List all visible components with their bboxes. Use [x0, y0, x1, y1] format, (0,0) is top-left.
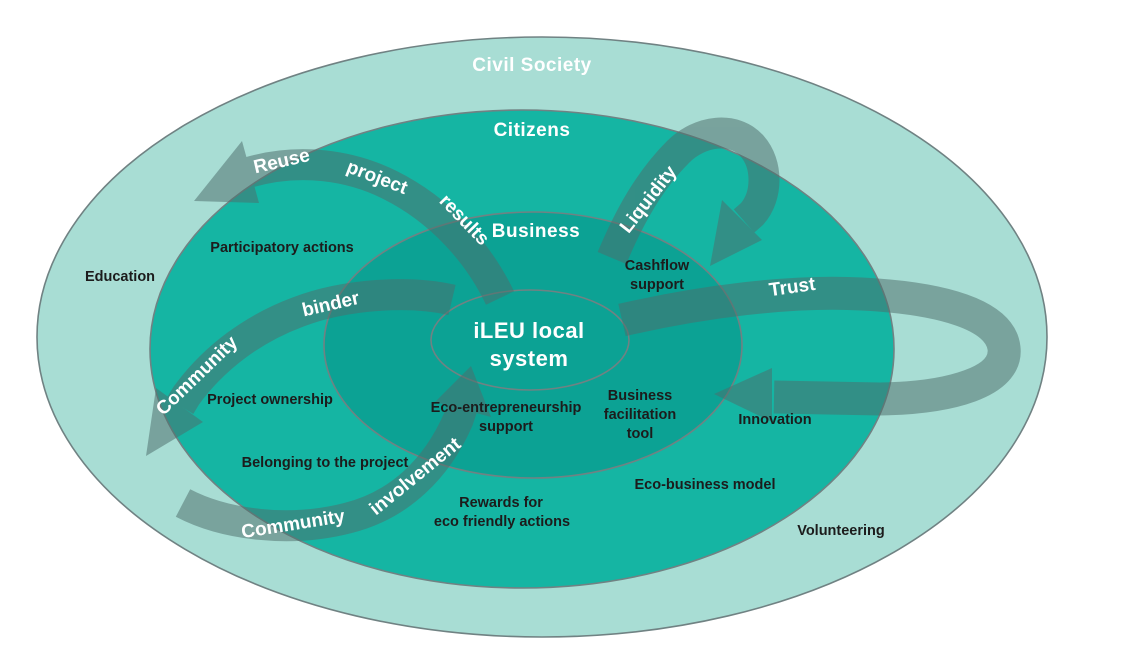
participatory-actions-label: Participatory actions	[210, 240, 353, 256]
business-facilitation-label-line1: Business	[608, 388, 672, 404]
liquidity-arrow-band	[597, 117, 780, 264]
rewards-label-line1: Rewards for	[459, 495, 543, 511]
inner-system-ellipse	[430, 289, 630, 391]
community-binder-arrow	[146, 279, 456, 456]
innovation-label: Innovation	[738, 412, 811, 428]
project-ownership-label: Project ownership	[207, 392, 333, 408]
reuse-arrow-band	[245, 149, 514, 305]
liquidity-arrow-head-icon	[710, 200, 762, 266]
trust-arrow-head-icon	[714, 368, 772, 422]
community-binder-arrow-head-icon	[146, 388, 203, 456]
volunteering-label: Volunteering	[797, 523, 885, 539]
business-facilitation-label-line3: tool	[627, 426, 654, 442]
community-involvement-arrow	[175, 366, 491, 542]
eco-entrepreneurship-label-line2: support	[479, 419, 533, 435]
cashflow-support-label-line2: support	[630, 277, 684, 293]
community-involvement-arrow-head-icon	[435, 366, 491, 417]
education-label: Education	[85, 269, 155, 285]
community-binder-arrow-band	[166, 279, 456, 414]
reuse-project-results-arrow	[194, 141, 514, 305]
reuse-arrow-head-icon	[194, 141, 259, 203]
belonging-to-project-label: Belonging to the project	[242, 455, 409, 471]
rewards-label-line2: eco friendly actions	[434, 514, 570, 530]
trust-arrow-band	[618, 276, 1021, 416]
civil-society-label: Civil Society	[472, 55, 592, 76]
business-facilitation-label-line2: facilitation	[604, 407, 677, 423]
liquidity-arrow	[597, 117, 780, 266]
trust-arrow	[618, 276, 1021, 422]
center-system-label-line2: system	[490, 346, 569, 371]
eco-business-model-label: Eco-business model	[634, 477, 775, 493]
citizens-label: Citizens	[494, 120, 571, 141]
community-involvement-arrow-band	[175, 403, 477, 542]
eco-entrepreneurship-label-line1: Eco-entrepreneurship	[431, 400, 582, 416]
center-system-label-line1: iLEU local	[473, 318, 584, 343]
business-label: Business	[492, 221, 580, 242]
cashflow-support-label-line1: Cashflow	[625, 258, 690, 274]
